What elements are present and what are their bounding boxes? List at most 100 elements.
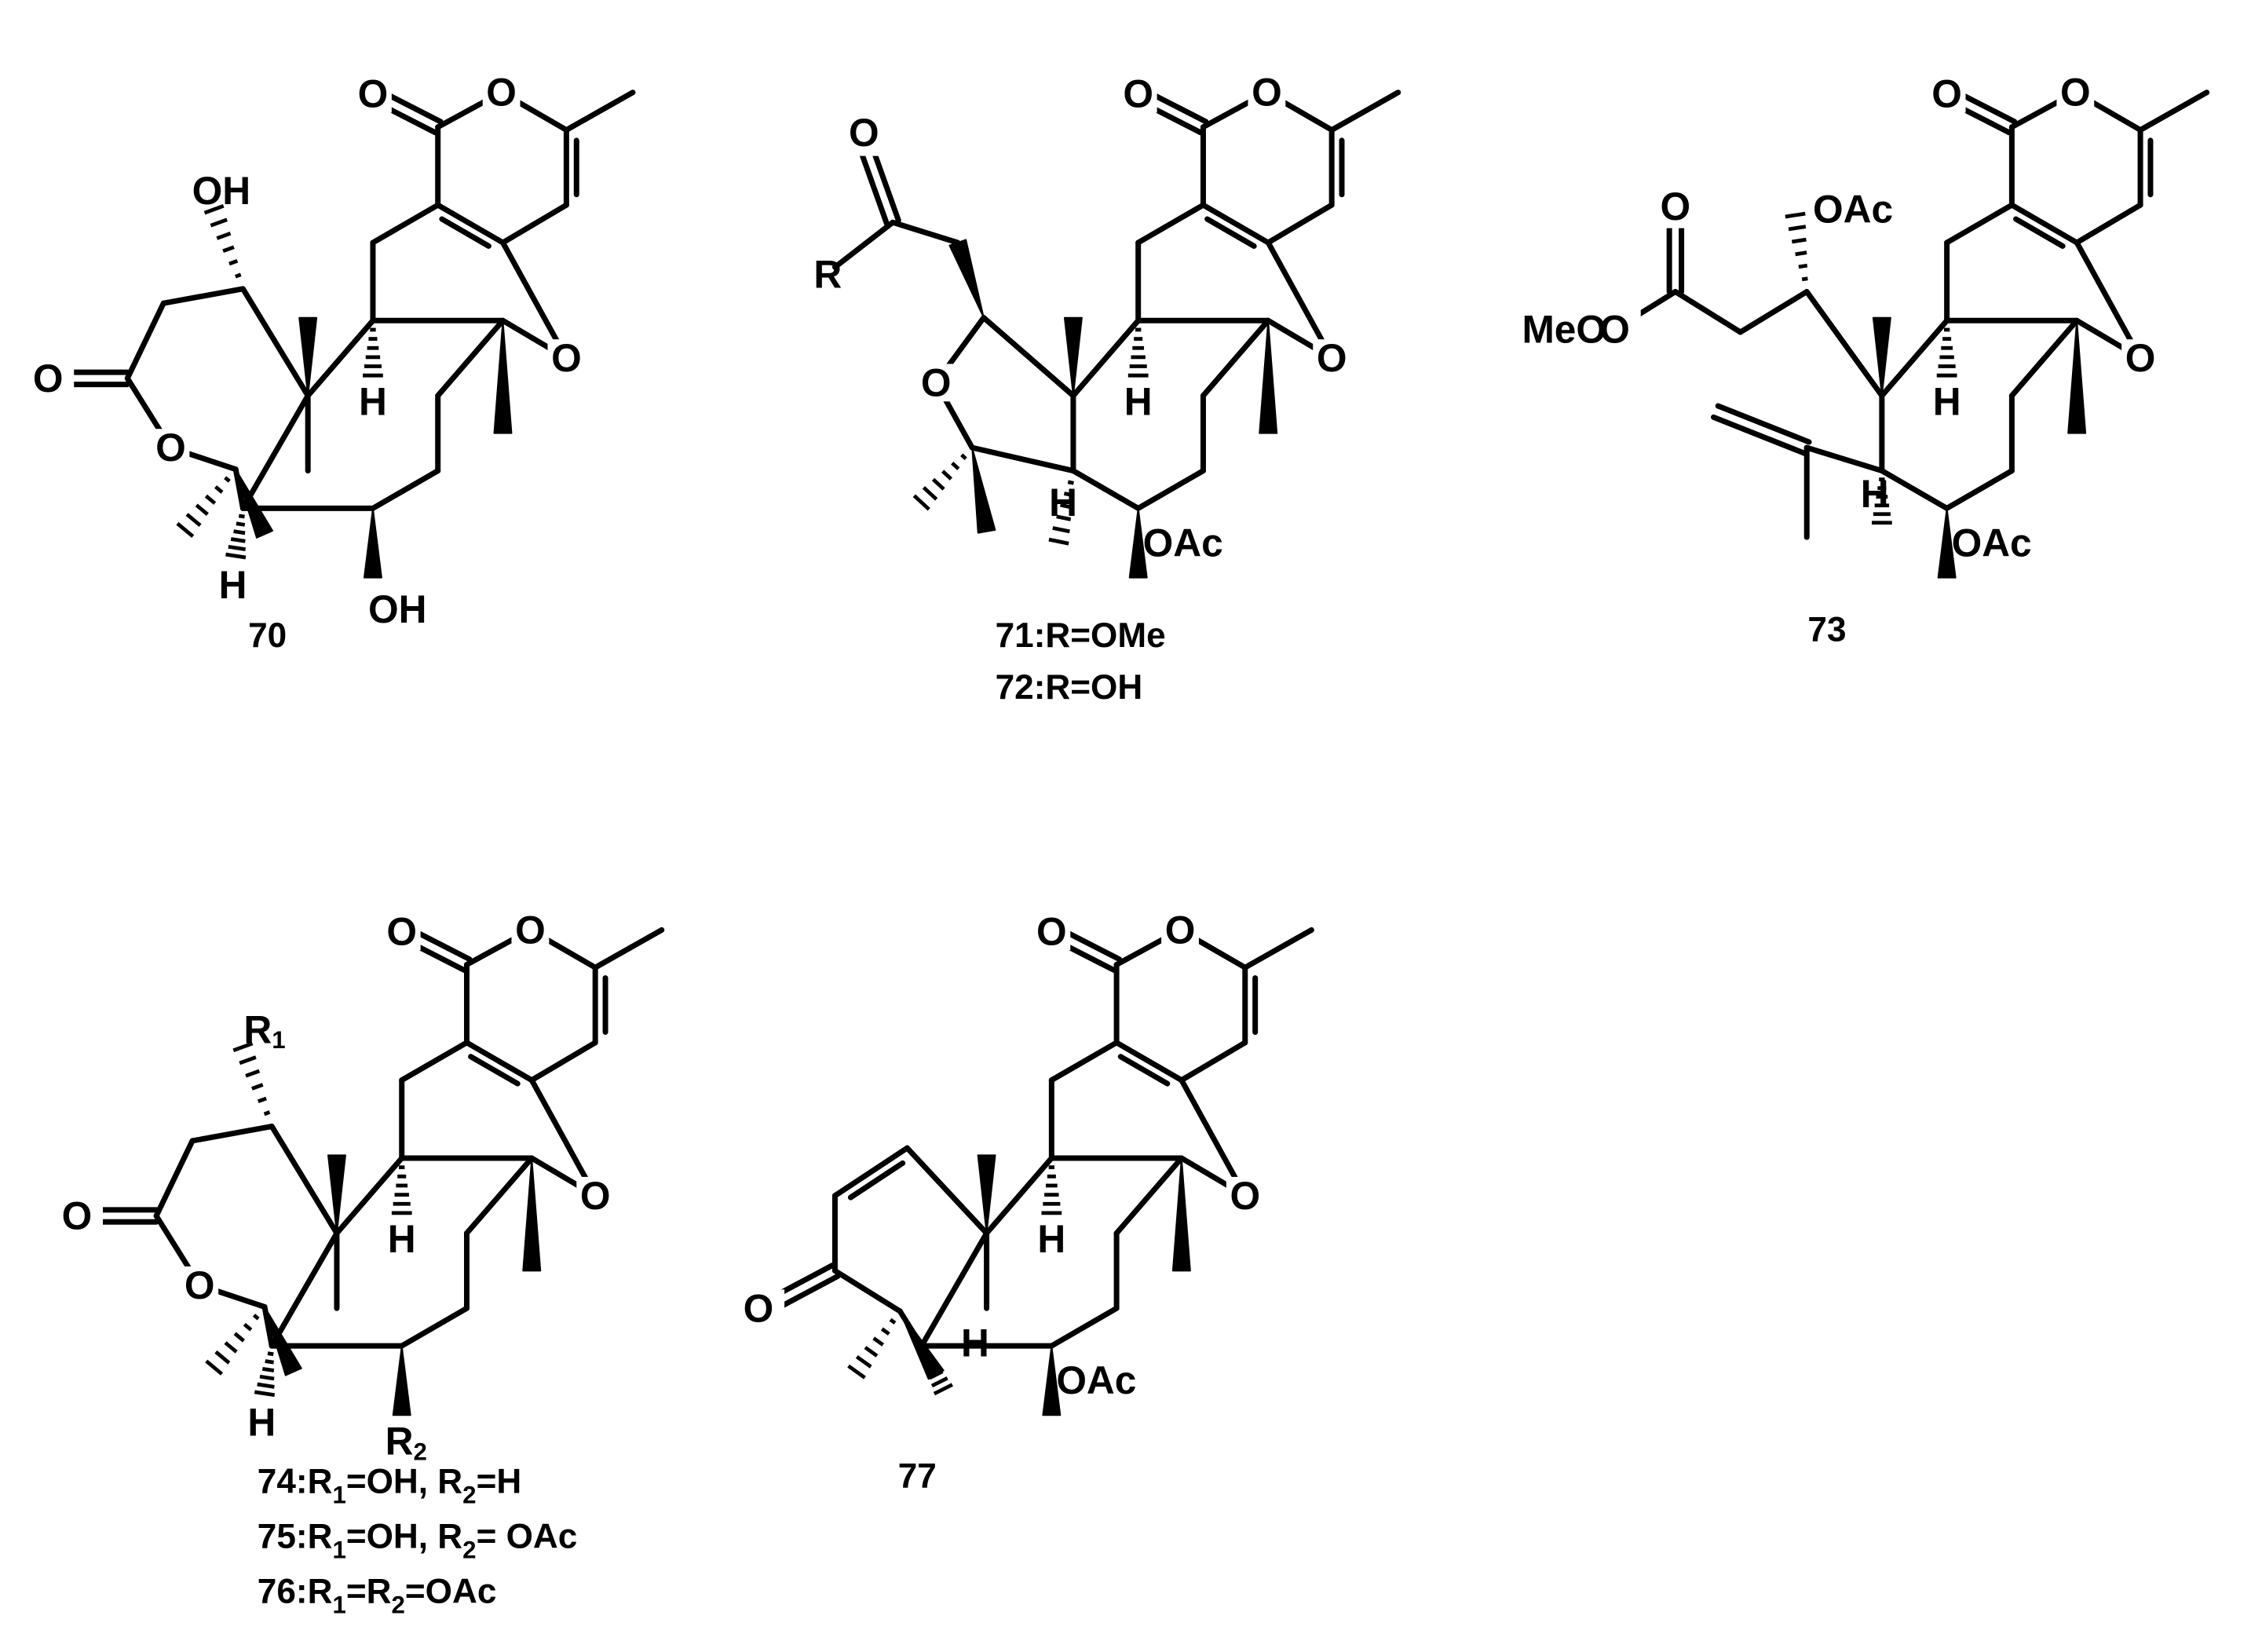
methyl-wedge — [493, 320, 513, 434]
ring-bond — [1179, 1077, 1248, 1199]
ring-bond — [1200, 317, 1271, 399]
pyrone-double-bond-inner — [1204, 216, 1257, 249]
methyl-bond — [2137, 90, 2210, 133]
carbonyl-oxygen: O — [33, 356, 64, 400]
oh-wedge — [363, 507, 382, 579]
side-chain-bond — [831, 219, 896, 270]
pyrone-double-bond-inner — [2013, 216, 2066, 249]
methoxy-label: MeO — [1522, 307, 1606, 351]
ring-bond — [1265, 239, 1335, 361]
carbonyl-oxygen: O — [358, 72, 389, 116]
ring-bond — [2074, 202, 2143, 246]
ring-bond — [831, 1267, 903, 1314]
carbonyl-oxygen: O — [386, 909, 417, 953]
pyran-oxygen: O — [1230, 1174, 1260, 1218]
ring-bond — [334, 1155, 405, 1237]
methyl-hashed-bond — [912, 453, 967, 511]
h-hashed-bond — [363, 327, 383, 378]
compound-73-caption: 73 — [1807, 611, 1846, 649]
pyran-oxygen: O — [551, 336, 582, 380]
ring-oxygen: O — [1252, 71, 1282, 115]
ring-bond — [370, 202, 441, 246]
methyl-hashed-bond — [205, 1314, 260, 1376]
methyl-wedge — [1259, 320, 1278, 434]
methyl-wedge — [522, 1157, 542, 1272]
ring-oxygen: O — [185, 1263, 215, 1307]
r1-hashed-bond — [232, 1041, 271, 1117]
side-chain-bond — [1738, 289, 1810, 335]
compound-71-caption: 71:R=OMe — [996, 616, 1166, 655]
hydrogen-label: H — [1861, 472, 1889, 516]
ring-bond — [2074, 239, 2143, 361]
hydrogen-label: H — [1037, 1217, 1065, 1261]
ring-bond — [499, 202, 569, 246]
carbonyl-oxygen: O — [1661, 185, 1691, 228]
compound-77-caption: 77 — [898, 1456, 937, 1495]
carbonyl-oxygen: O — [1931, 72, 1962, 116]
pyrone-double-bond — [2008, 202, 2080, 246]
ring-bond — [1879, 317, 1950, 399]
hydroxyl-label: OH — [192, 169, 250, 213]
ring-bond — [1070, 468, 1142, 511]
enone-double-bond-inner — [847, 1160, 906, 1201]
ring-bond — [124, 300, 166, 382]
hydrogen-label: H — [1124, 379, 1153, 423]
carbonyl-oxygen: O — [1123, 72, 1153, 116]
methyl-wedge — [2067, 320, 2087, 434]
enone-double-bond — [831, 1145, 910, 1199]
ring-bond — [269, 1124, 340, 1237]
pyran-oxygen: O — [1317, 336, 1347, 380]
h-hashed-bond — [1871, 477, 1892, 525]
ring-oxygen: O — [921, 360, 952, 404]
ring-bond — [1265, 202, 1335, 246]
side-chain-wedge — [948, 239, 985, 319]
carbonyl-oxygen: O — [849, 111, 879, 155]
methyl-hashed-bond — [847, 1318, 897, 1380]
pyrone-double-bond-inner — [439, 216, 492, 249]
side-chain-bond — [1672, 289, 1744, 335]
h-hashed-bond — [391, 1165, 412, 1215]
methyl-wedge — [971, 447, 996, 534]
ring-bond — [1944, 468, 2015, 511]
ring-bond — [1070, 317, 1142, 399]
h-hashed-bond — [922, 1350, 953, 1396]
oh-hashed-bond — [203, 204, 242, 279]
ring-bond — [919, 1230, 990, 1349]
ring-oxygen: O — [515, 908, 546, 952]
pyrone-double-bond — [435, 202, 506, 246]
methyl-wedge — [264, 1306, 302, 1376]
compound-70-caption: 70 — [248, 616, 287, 655]
pyrone-double-bond — [1113, 1040, 1185, 1084]
r2-wedge — [392, 1345, 411, 1416]
ring-bond — [904, 1145, 990, 1237]
ring-bond — [370, 468, 441, 511]
ring-bond — [984, 1155, 1054, 1237]
ring-bond — [2008, 317, 2080, 399]
h-hashed-bond — [1936, 327, 1957, 378]
ketone-oxygen: O — [744, 1286, 774, 1330]
compound-76-caption: 76:R1=R2=OAc — [258, 1572, 497, 1618]
compound-72-caption: 72:R=OH — [996, 668, 1143, 707]
ring-bond — [1048, 1305, 1120, 1349]
pyran-oxygen: O — [2125, 336, 2156, 380]
ring-bond — [435, 317, 506, 399]
ring-bond — [528, 1040, 598, 1084]
r-group-label: R — [813, 252, 842, 296]
carbonyl-oxygen: O — [1036, 909, 1067, 953]
ring-bond — [969, 444, 1076, 474]
ring-bond — [305, 317, 376, 399]
hydrogen-label: H — [1933, 379, 1961, 423]
pyrone-double-bond — [463, 1040, 535, 1084]
hydrogen-label: H — [961, 1321, 989, 1365]
ring-bond — [1048, 1040, 1120, 1084]
isopropenyl-bond — [1803, 444, 1885, 474]
ring-bond — [1113, 1155, 1185, 1237]
ring-bond — [239, 286, 311, 399]
acetate-label: OAc — [1952, 521, 2032, 565]
acetate-label: OAc — [1143, 521, 1223, 565]
oac-wedge — [1128, 507, 1148, 579]
ring-bond — [232, 466, 246, 511]
methyl-bond — [563, 90, 636, 133]
hydrogen-label: H — [247, 1401, 276, 1445]
compound-75-caption: 75:R1=OH, R2= OAc — [258, 1518, 578, 1564]
